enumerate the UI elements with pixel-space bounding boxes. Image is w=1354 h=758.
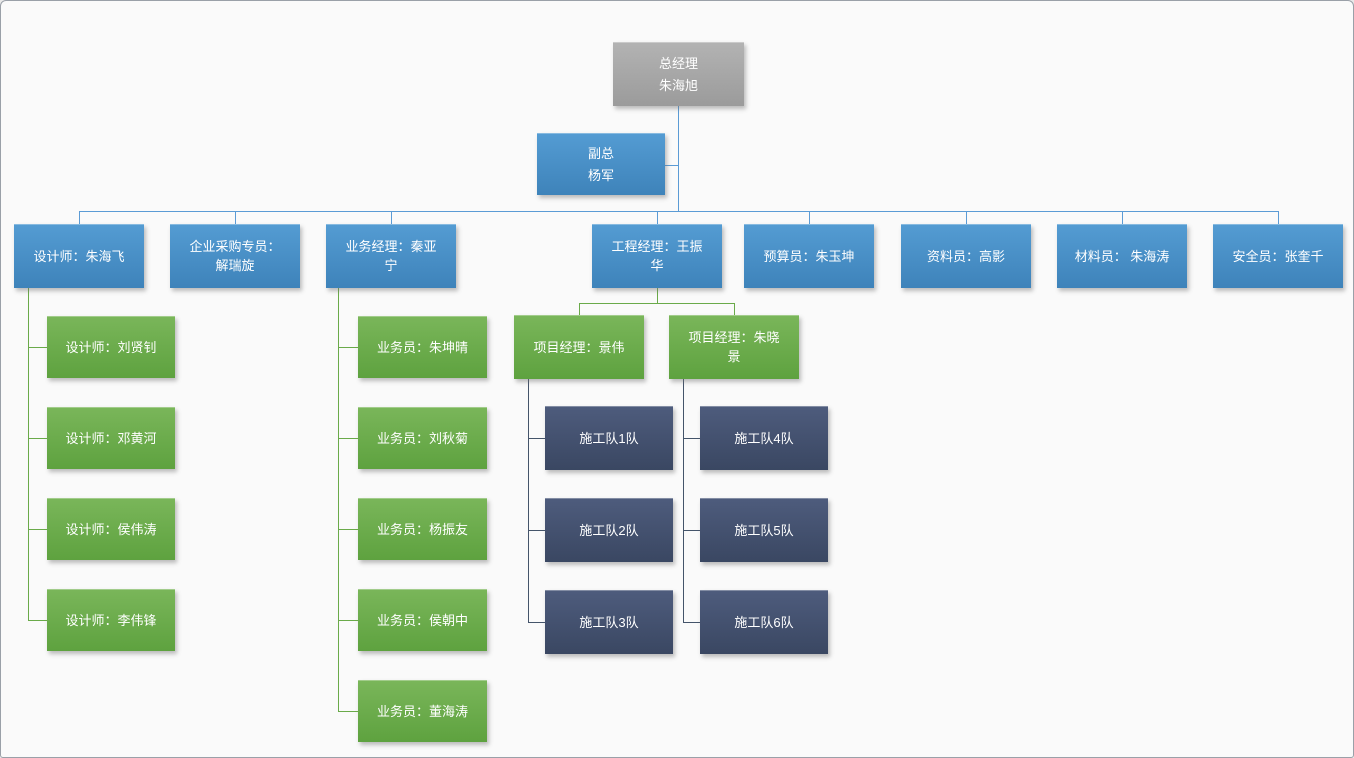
node-label: 资料员：高影 [926,248,1005,264]
node-engineering-manager[interactable]: 工程经理：王振 华 [592,224,722,288]
node-label: 施工队6队 [734,614,794,630]
node-label: 材料员： 朱海涛 [1074,248,1170,264]
connector-manager-stub [235,211,236,224]
node-construction-team-4[interactable]: 施工队4队 [700,406,828,470]
node-construction-team-2[interactable]: 施工队2队 [545,498,673,562]
node-label: 施工队3队 [579,614,639,630]
connector-team-stub [528,438,545,439]
connector-manager-stub [391,211,392,224]
node-label: 业务员：侯朝中 [376,612,468,628]
node-procurement-specialist[interactable]: 企业采购专员： 解瑞旋 [170,224,300,288]
node-designer-4[interactable]: 设计师：李伟锋 [47,589,175,651]
connector-teams2-vertical [683,379,684,623]
node-label: 施工队5队 [734,522,794,538]
connector-designer-stub [28,620,47,621]
connector-ceo-vertical [678,106,679,211]
node-label: 施工队2队 [579,522,639,538]
connector-team-stub [683,530,700,531]
node-project-manager-2[interactable]: 项目经理：朱晓 景 [669,315,799,379]
node-construction-team-1[interactable]: 施工队1队 [545,406,673,470]
node-label: 施工队4队 [734,430,794,446]
node-label: 设计师：刘贤钊 [65,339,157,355]
node-project-manager-1[interactable]: 项目经理：景伟 [514,315,644,379]
node-label: 安全员：张奎千 [1232,248,1324,264]
connector-team-stub [528,530,545,531]
node-salesperson-5[interactable]: 业务员：董海涛 [358,680,487,742]
connector-manager-stub [1278,211,1279,224]
node-label: 业务员：刘秋菊 [376,430,468,446]
connector-engineering-vertical [657,288,658,304]
connector-designer-stub [28,347,47,348]
connector-team-stub [683,438,700,439]
node-label: 设计师：李伟锋 [65,612,157,628]
node-label: 业务员：朱坤晴 [376,339,468,355]
node-label: 设计师：朱海飞 [33,248,125,264]
node-deputy-title: 副总 [587,145,614,161]
node-salesperson-4[interactable]: 业务员：侯朝中 [358,589,487,651]
node-designer-3[interactable]: 设计师：侯伟涛 [47,498,175,560]
node-label: 业务员：董海涛 [376,703,468,719]
node-designer-2[interactable]: 设计师：邓黄河 [47,407,175,469]
node-label: 设计师：邓黄河 [65,430,157,446]
node-sales-manager[interactable]: 业务经理：秦亚 宁 [326,224,456,288]
connector-manager-stub [79,211,80,224]
connector-teams1-vertical [528,379,529,623]
connector-sales-stub [338,711,358,712]
node-safety-officer[interactable]: 安全员：张奎千 [1213,224,1343,288]
connector-sales-stub [338,529,358,530]
node-deputy-name: 杨军 [587,167,614,183]
connector-team-stub [683,622,700,623]
connector-manager-stub [1122,211,1123,224]
node-documents-officer[interactable]: 资料员：高影 [901,224,1031,288]
node-label: 预算员：朱玉坤 [763,248,855,264]
node-construction-team-6[interactable]: 施工队6队 [700,590,828,654]
node-budget-officer[interactable]: 预算员：朱玉坤 [744,224,874,288]
node-salesperson-2[interactable]: 业务员：刘秋菊 [358,407,487,469]
connector-sales-vertical [338,288,339,712]
connector-designer-stub [28,529,47,530]
connector-managers-rail [79,211,1279,212]
node-salesperson-3[interactable]: 业务员：杨振友 [358,498,487,560]
connector-sales-stub [338,438,358,439]
connector-team-stub [528,622,545,623]
connector-sales-stub [338,347,358,348]
node-ceo-name: 朱海旭 [658,77,698,93]
connector-pm-rail [579,303,735,304]
node-label: 业务经理：秦亚 宁 [345,239,437,273]
connector-pm-stub [579,303,580,315]
node-salesperson-1[interactable]: 业务员：朱坤晴 [358,316,487,378]
node-label: 项目经理：朱晓 景 [688,330,780,364]
node-label: 项目经理：景伟 [533,339,625,355]
connector-manager-stub [809,211,810,224]
node-label: 业务员：杨振友 [376,521,468,537]
node-label: 施工队1队 [579,430,639,446]
connector-designer-stub [28,438,47,439]
node-deputy[interactable]: 副总 杨军 [537,133,665,195]
node-label: 企业采购专员： 解瑞旋 [189,239,281,273]
connector-manager-stub [966,211,967,224]
connector-designers-vertical [28,288,29,621]
node-designer-1[interactable]: 设计师：刘贤钊 [47,316,175,378]
node-ceo-title: 总经理 [658,55,698,71]
node-label: 设计师：侯伟涛 [65,521,157,537]
connector-pm-stub [734,303,735,315]
node-label: 工程经理：王振 华 [611,239,703,273]
node-materials-officer[interactable]: 材料员： 朱海涛 [1057,224,1187,288]
node-ceo[interactable]: 总经理 朱海旭 [613,42,744,106]
node-designer-lead[interactable]: 设计师：朱海飞 [14,224,144,288]
node-construction-team-3[interactable]: 施工队3队 [545,590,673,654]
node-construction-team-5[interactable]: 施工队5队 [700,498,828,562]
connector-deputy-stub [665,165,679,166]
connector-sales-stub [338,620,358,621]
connector-manager-stub [657,211,658,224]
